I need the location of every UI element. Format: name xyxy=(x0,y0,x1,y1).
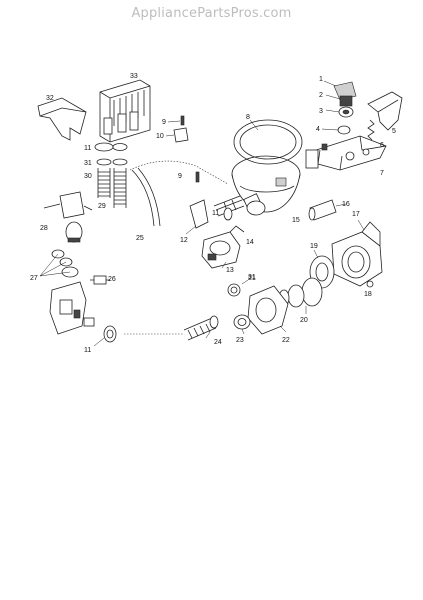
callout-7: 7 xyxy=(380,170,384,177)
callout-28: 28 xyxy=(40,225,48,232)
part-3-fitting xyxy=(325,106,354,118)
part-11-ring-top xyxy=(94,142,128,152)
part-11-ring-bottom xyxy=(93,325,117,347)
part-10-clip xyxy=(165,127,189,143)
part-9-screw-lower xyxy=(195,171,200,183)
callout-10: 10 xyxy=(156,133,164,140)
callout-11c: 11 xyxy=(84,347,91,354)
part-27-valve-assembly xyxy=(39,249,95,335)
callout-17: 17 xyxy=(352,211,360,218)
callout-14: 14 xyxy=(246,239,254,246)
part-7-bracket xyxy=(305,135,387,171)
callout-5: 5 xyxy=(392,128,396,135)
part-6-spring xyxy=(367,119,375,141)
part-24-hose xyxy=(124,315,219,341)
part-25-tube xyxy=(129,160,229,227)
callout-18: 18 xyxy=(364,291,372,298)
part-9-screw-top xyxy=(167,115,185,126)
callout-32: 32 xyxy=(46,95,54,102)
callout-22: 22 xyxy=(282,337,290,344)
part-12-bracket xyxy=(185,199,209,235)
callout-9b: 9 xyxy=(178,173,182,180)
callout-33: 33 xyxy=(130,73,138,80)
part-33-housing xyxy=(99,79,151,143)
part-5-cover xyxy=(367,91,403,131)
callout-3: 3 xyxy=(319,108,323,115)
callout-30: 30 xyxy=(84,173,92,180)
callout-2: 2 xyxy=(319,92,323,99)
callout-6: 6 xyxy=(380,142,384,149)
callout-27: 27 xyxy=(30,275,38,282)
callout-11a: 11 xyxy=(84,145,91,152)
callout-29: 29 xyxy=(98,203,106,210)
callout-31b: 31 xyxy=(248,274,256,281)
part-18-screw xyxy=(366,280,374,288)
callout-11b: 11 xyxy=(212,210,219,217)
callout-4: 4 xyxy=(316,126,320,133)
part-26-sensor xyxy=(90,275,110,285)
part-8-sump xyxy=(231,119,303,216)
callout-31a: 31 xyxy=(84,160,92,167)
callout-13: 13 xyxy=(226,267,234,274)
part-30-hose xyxy=(97,168,111,198)
part-17-motor xyxy=(331,219,383,287)
part-23-fitting xyxy=(233,314,251,335)
callout-labels: 1 2 3 4 5 6 7 8 9 9 10 11 11 11 12 13 14… xyxy=(30,73,396,354)
callout-21: 21 xyxy=(248,275,256,282)
callout-25: 25 xyxy=(136,235,144,242)
site-watermark: AppliancePartsPros.com xyxy=(131,6,292,21)
part-13-pump xyxy=(201,225,245,269)
callout-24: 24 xyxy=(214,339,222,346)
part-32-cover xyxy=(37,97,87,141)
part-22-pump-body xyxy=(247,285,289,335)
part-1-cap xyxy=(323,80,357,101)
part-21-spring xyxy=(227,279,249,297)
part-14-hose-connector xyxy=(213,195,245,221)
callout-19: 19 xyxy=(310,243,318,250)
callout-8: 8 xyxy=(246,114,250,121)
callout-15: 15 xyxy=(292,217,300,224)
callout-9a: 9 xyxy=(162,119,166,126)
callout-16: 16 xyxy=(342,201,350,208)
callout-12: 12 xyxy=(180,237,188,244)
part-2-knob xyxy=(325,94,353,107)
callout-20: 20 xyxy=(300,317,308,324)
part-31-ring-top xyxy=(96,158,128,166)
callout-23: 23 xyxy=(236,337,244,344)
part-16-filter xyxy=(308,199,347,221)
callout-26: 26 xyxy=(108,276,116,283)
part-28-valve xyxy=(43,191,93,243)
callout-1: 1 xyxy=(319,76,323,83)
part-4-ring xyxy=(321,125,351,135)
part-29-hose xyxy=(113,168,127,208)
